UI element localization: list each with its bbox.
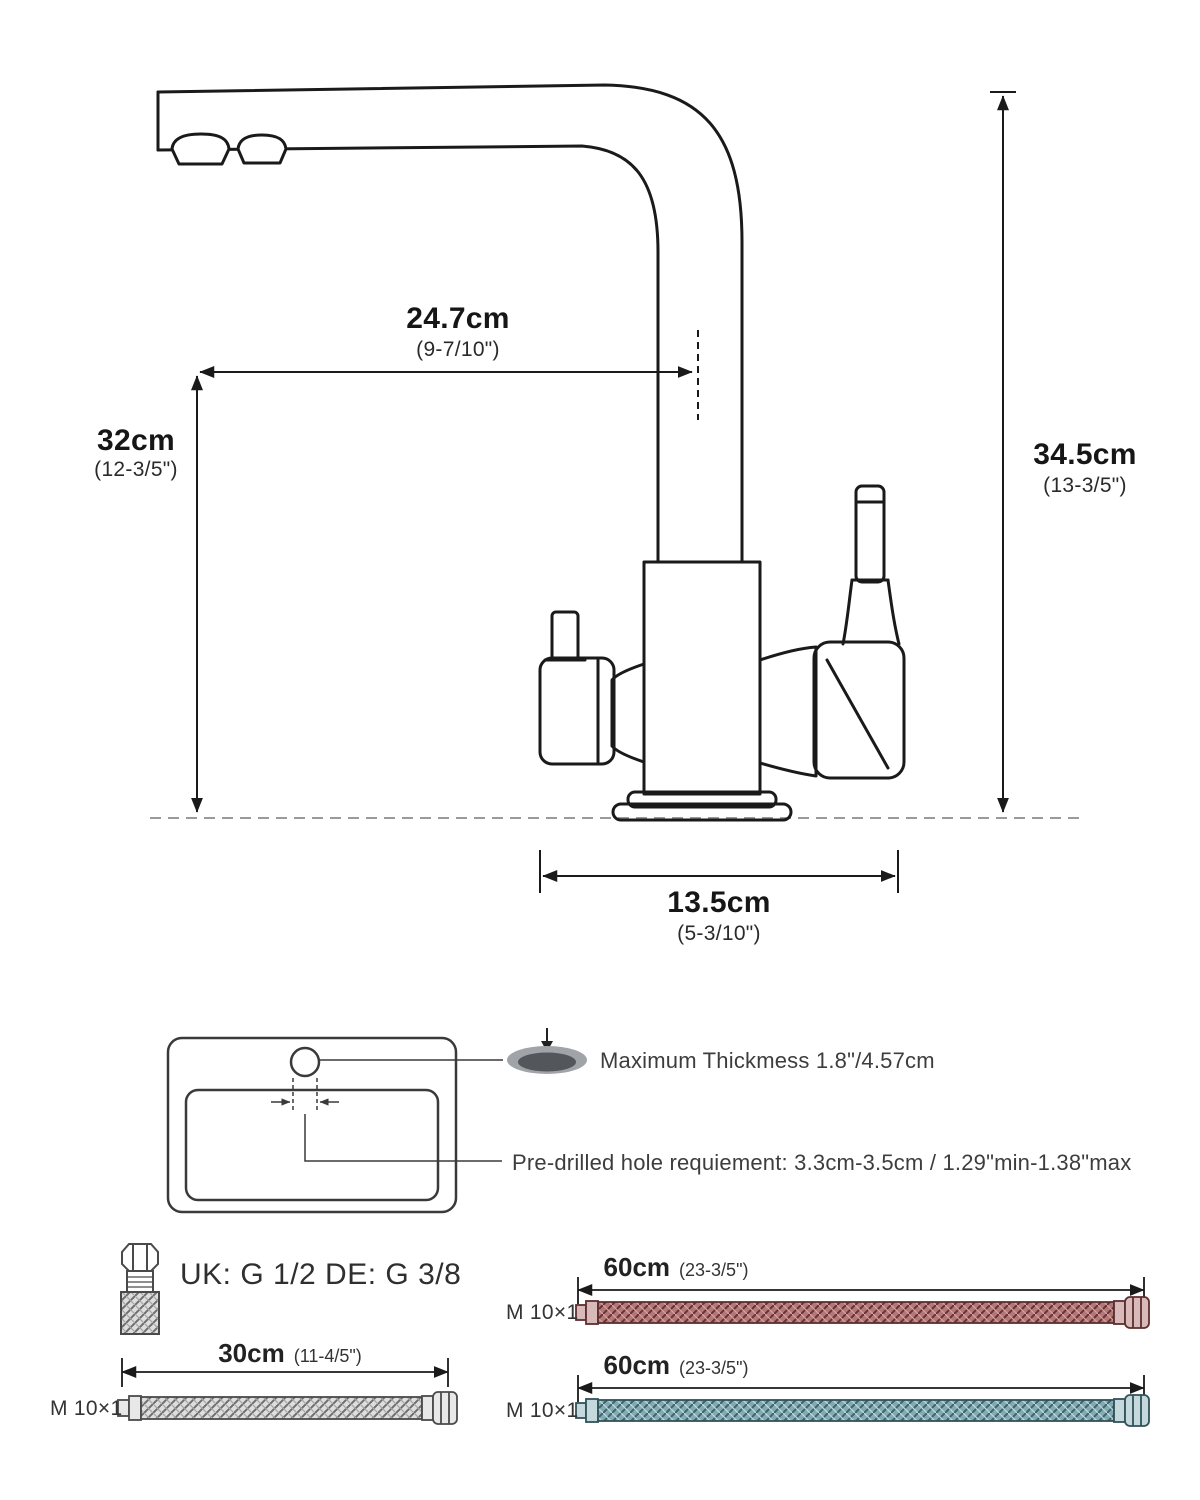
- hose-cold-braid: [597, 1399, 1115, 1422]
- base-plate: [611, 802, 793, 822]
- hose-30cm-label: 30cm (11-4/5"): [140, 1338, 440, 1369]
- adapter-fitting-icon: [120, 1243, 160, 1335]
- dim-total-height-value: 34.5cm: [1033, 438, 1137, 471]
- left-handle: [538, 610, 646, 766]
- base-flange: [626, 790, 778, 809]
- hose-hot-thread: M 10×1: [506, 1301, 579, 1324]
- hose-cold-alt: (23-3/5"): [679, 1358, 749, 1378]
- hose-60cm-hot-drawing: [575, 1277, 1150, 1329]
- dim-base-width-alt: (5-3/10"): [677, 922, 761, 945]
- dim-base-width-value: 13.5cm: [667, 886, 771, 919]
- dim-spout-height-alt: (12-3/5"): [94, 458, 178, 481]
- hose-hot-label: 60cm (23-3/5"): [526, 1252, 826, 1283]
- hole-dimension-marks: [271, 1078, 339, 1112]
- right-handle: [758, 484, 906, 780]
- adapter-spec-label: UK: G 1/2 DE: G 3/8: [180, 1258, 462, 1291]
- aerator-right: [236, 133, 288, 165]
- hole-requirement-note: Pre-drilled hole requiement: 3.3cm-3.5cm…: [512, 1150, 1132, 1175]
- faucet-drawing: [156, 83, 906, 822]
- hose-30cm-length: 30cm: [218, 1338, 285, 1368]
- dim-spout-reach-value: 24.7cm: [406, 302, 510, 335]
- hose-hot-alt: (23-3/5"): [679, 1260, 749, 1280]
- hose-cold-length: 60cm: [603, 1350, 671, 1380]
- countertop-thickness-icon: [507, 1028, 587, 1074]
- hose-hot-length: 60cm: [603, 1252, 671, 1282]
- dimension-lines: [191, 91, 1016, 893]
- hose-60cm-cold-drawing: [575, 1375, 1150, 1427]
- dim-total-height-alt: (13-3/5"): [1043, 474, 1127, 497]
- spout-outer: [156, 83, 744, 564]
- sink-top-view: [166, 1036, 458, 1214]
- callout-lines: [304, 1059, 503, 1162]
- mounting-hole: [289, 1046, 321, 1078]
- max-thickness-note: Maximum Thickmess 1.8"/4.57cm: [600, 1048, 935, 1073]
- hose-cold-thread: M 10×1: [506, 1399, 579, 1422]
- hose-30cm-drawing: [117, 1358, 458, 1425]
- sink-outline: [166, 1036, 458, 1214]
- faucet-body: [642, 560, 762, 796]
- dim-spout-reach-alt: (9-7/10"): [416, 338, 500, 361]
- callout-hole: [304, 1114, 502, 1162]
- hose-30-braid: [140, 1396, 423, 1420]
- hose-cold-label: 60cm (23-3/5"): [526, 1350, 826, 1381]
- hose-30cm-thread: M 10×1: [50, 1397, 123, 1420]
- spout-inner: [156, 144, 660, 564]
- dim-spout-height-value: 32cm: [97, 424, 175, 457]
- aerator-left: [170, 132, 231, 166]
- sink-basin: [184, 1088, 440, 1202]
- hose-hot-braid: [597, 1301, 1115, 1324]
- hose-30cm-alt: (11-4/5"): [293, 1346, 362, 1366]
